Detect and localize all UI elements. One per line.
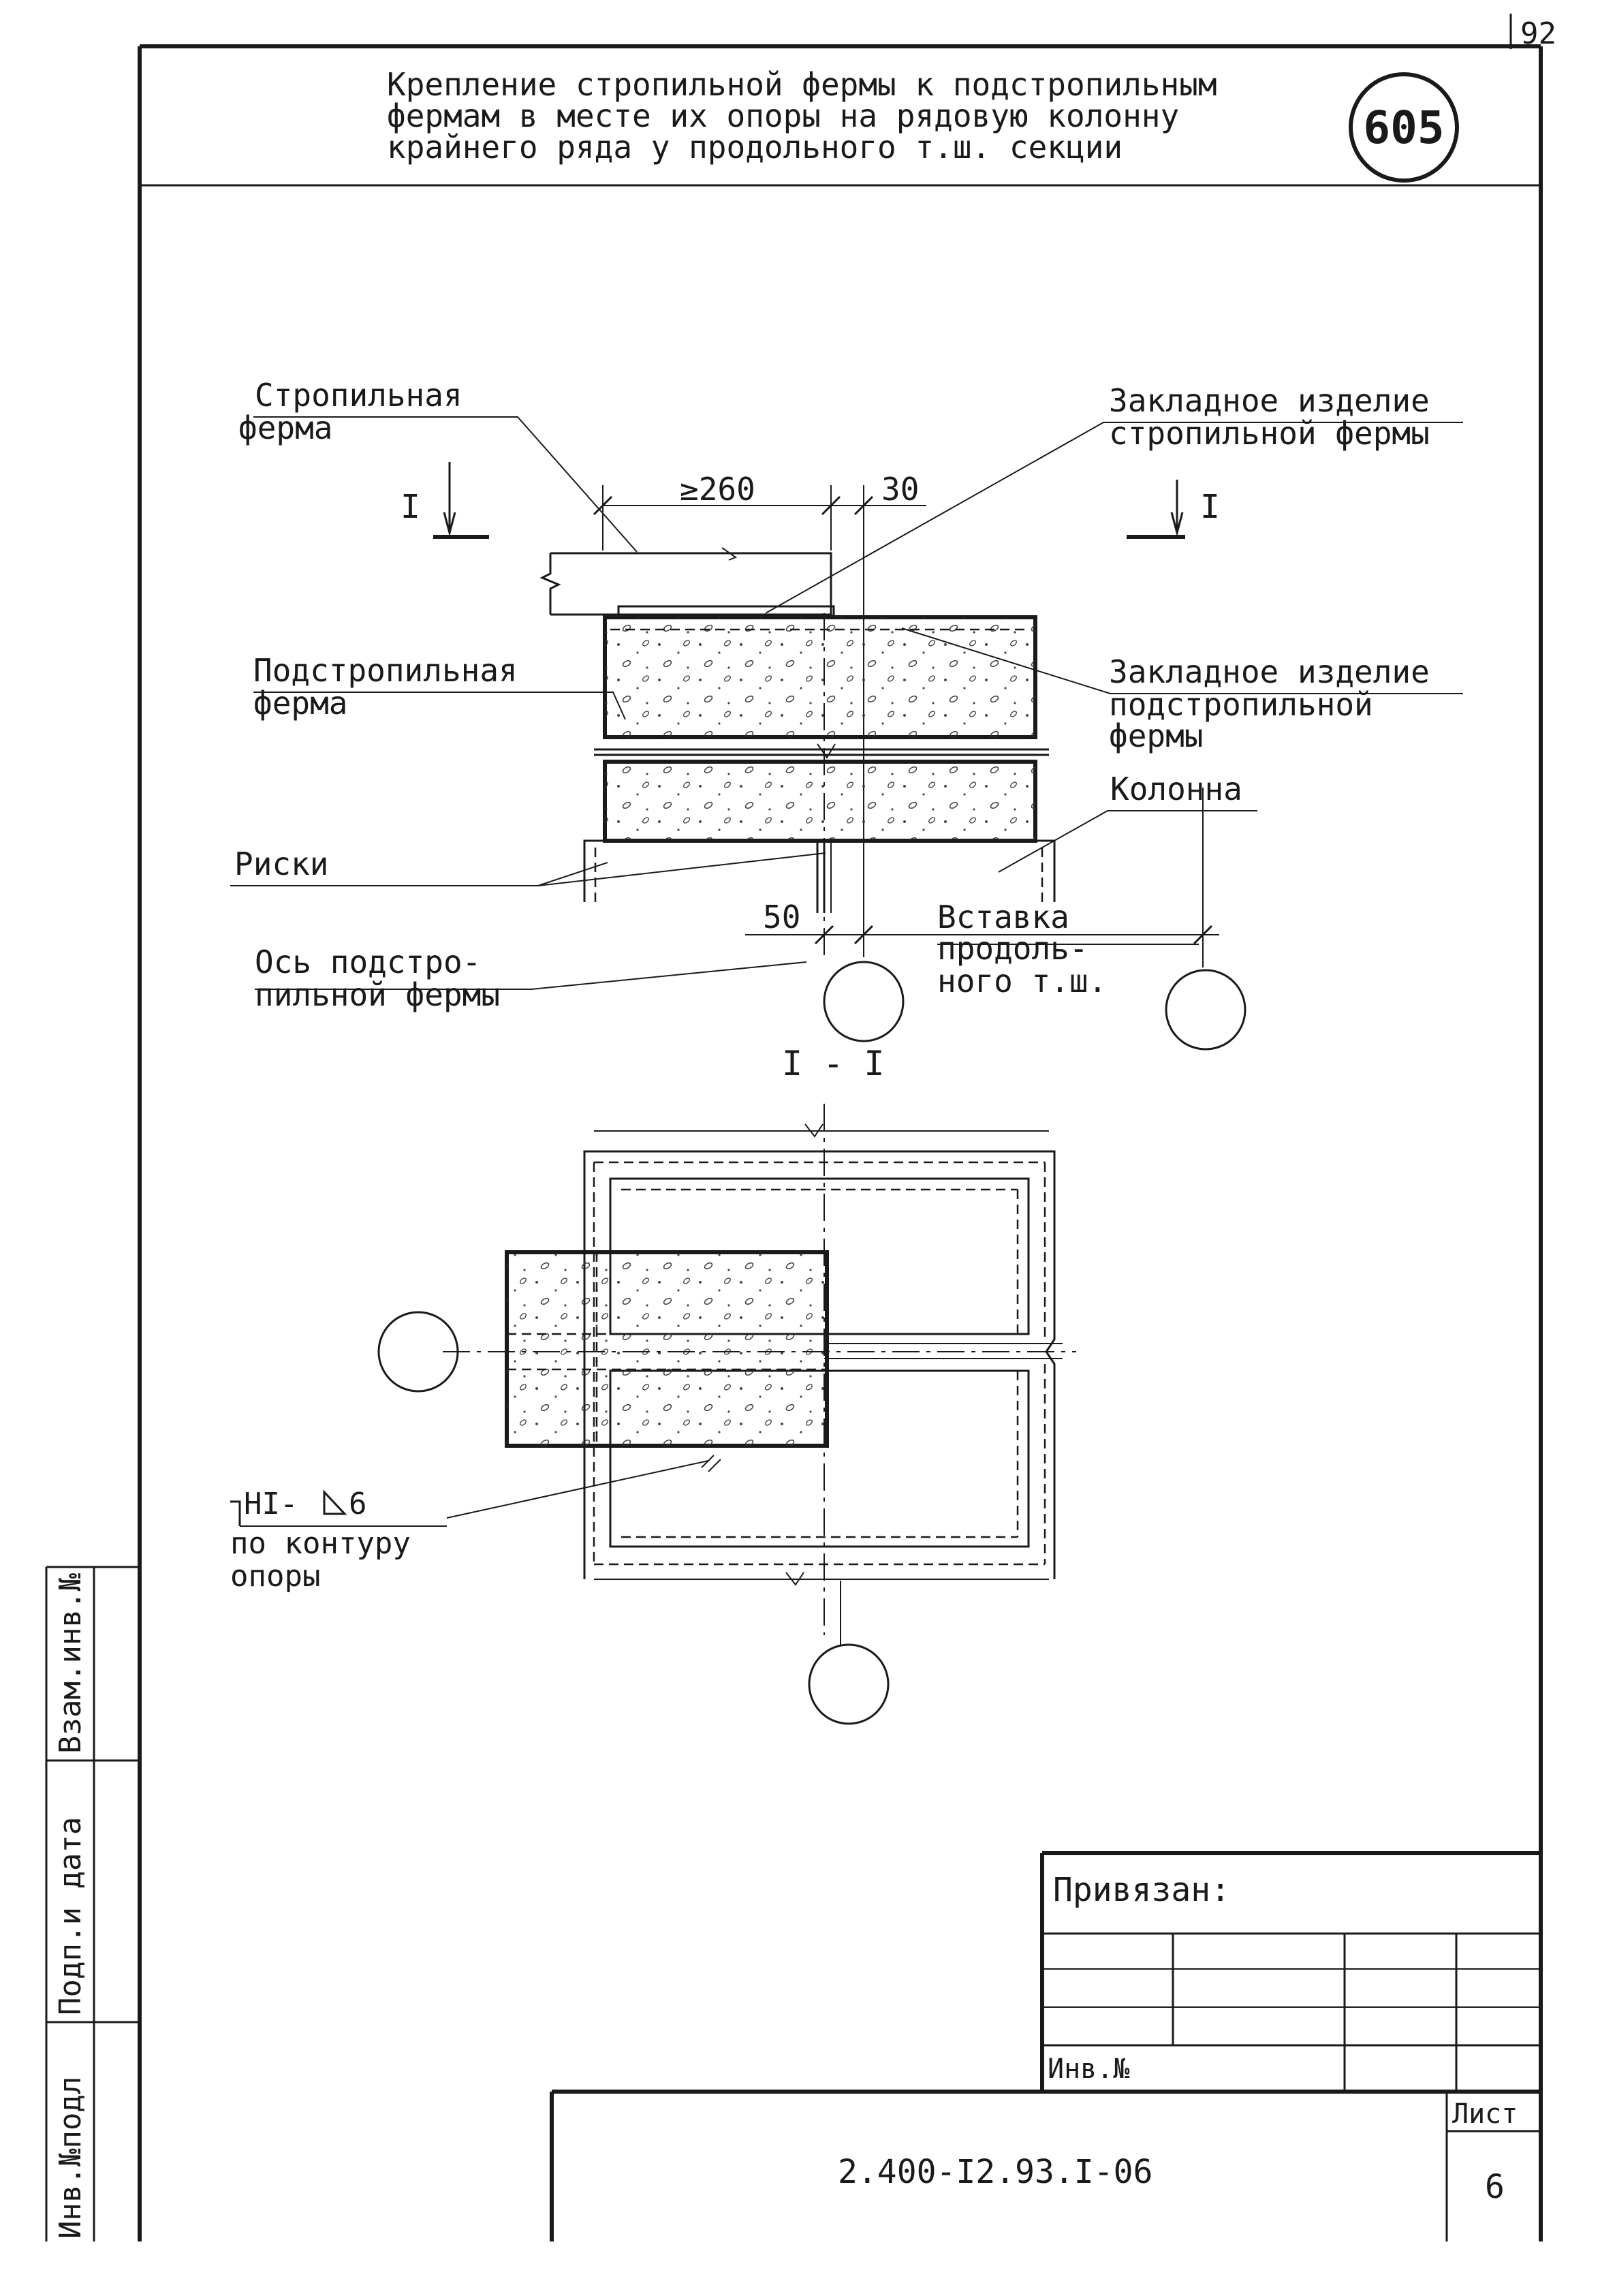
section-title: I - I: [782, 1044, 885, 1083]
label-podstropilnaya-2: ферма: [253, 685, 347, 722]
axis-bubble-1: [823, 961, 905, 1042]
weld-callout: HI- 6 по контуру опоры: [230, 1487, 447, 1594]
weld-note-2: опоры: [230, 1559, 320, 1594]
section-mark-right: I: [1200, 488, 1220, 526]
dimension-30: 30: [881, 471, 919, 508]
dimension-50: 50: [763, 899, 800, 935]
title-stamp: 2.400-I2.93.I-06 Лист 6: [550, 2090, 1541, 2241]
title-line-2: фермам в месте их опоры на рядовую колон…: [387, 97, 1179, 134]
title-line-3: крайнего ряда у продольного т.ш. секции: [387, 129, 1123, 166]
axis-bubble-2: [1165, 969, 1246, 1051]
label-riski: Риски: [234, 846, 328, 882]
weld-note-1: по контуру: [230, 1526, 411, 1561]
label-podstropilnaya-1: Подстропильная: [253, 652, 518, 689]
sheet-frame: [138, 44, 1543, 2241]
title-badge: 605: [1363, 102, 1444, 154]
section-view: [377, 1104, 1076, 1725]
fillet-weld-icon: [323, 1489, 347, 1515]
label-kolonna: Колонна: [1110, 771, 1242, 807]
label-stropilnaya-1: Стропильная: [255, 377, 462, 414]
section-mark-left: I: [401, 488, 420, 526]
elevation-labels: Стропильная ферма Закладное изделие стро…: [234, 377, 1430, 1013]
weld-size: 6: [349, 1487, 367, 1521]
bind-box: Привязан: Инв.№: [1040, 1851, 1541, 2092]
label-stropilnaya-2: ферма: [238, 409, 332, 446]
label-zakladnoe-pod-1: Закладное изделие: [1109, 653, 1430, 690]
side-stamp: Взам.инв.№ Подп.и дата Инв.№подл: [45, 1566, 140, 2241]
stamp-sheet: 6: [1485, 2168, 1505, 2206]
title-badge-circle: [1349, 72, 1459, 183]
label-os-2: пильной фермы: [255, 976, 500, 1013]
label-vstavka-1: Вставка: [937, 899, 1069, 935]
axis-bubble-bottom: [808, 1643, 890, 1725]
label-zakladnoe-pod-2: подстропильной: [1109, 686, 1373, 723]
elevation-view: I I ≥260 30: [230, 416, 1463, 1051]
stamp-sheet-label: Лист: [1452, 2098, 1518, 2130]
label-zakladnoe-pod-3: фермы: [1109, 717, 1203, 754]
label-zakladnoe-str-2: стропильной фермы: [1109, 415, 1430, 452]
weld-mark: HI-: [244, 1487, 298, 1521]
side-stamp-vzam: Взам.инв.№: [53, 1573, 88, 1754]
dimension-260: ≥260: [680, 471, 755, 508]
label-os-1: Ось подстро-: [255, 944, 481, 980]
stamp-code: 2.400-I2.93.I-06: [838, 2153, 1152, 2191]
axis-bubble-left: [377, 1311, 459, 1393]
label-vstavka-3: ного т.ш.: [937, 963, 1107, 999]
label-vstavka-2: продоль-: [937, 930, 1088, 967]
bind-inv: Инв.№: [1048, 2053, 1129, 2085]
bind-label: Привязан:: [1053, 1871, 1230, 1909]
side-stamp-inv: Инв.№подл: [53, 2077, 88, 2239]
side-stamp-podp: Подп.и дата: [53, 1817, 88, 2015]
title-line-1: Крепление стропильной фермы к подстропил…: [387, 66, 1217, 103]
label-zakladnoe-str-1: Закладное изделие: [1109, 382, 1430, 419]
